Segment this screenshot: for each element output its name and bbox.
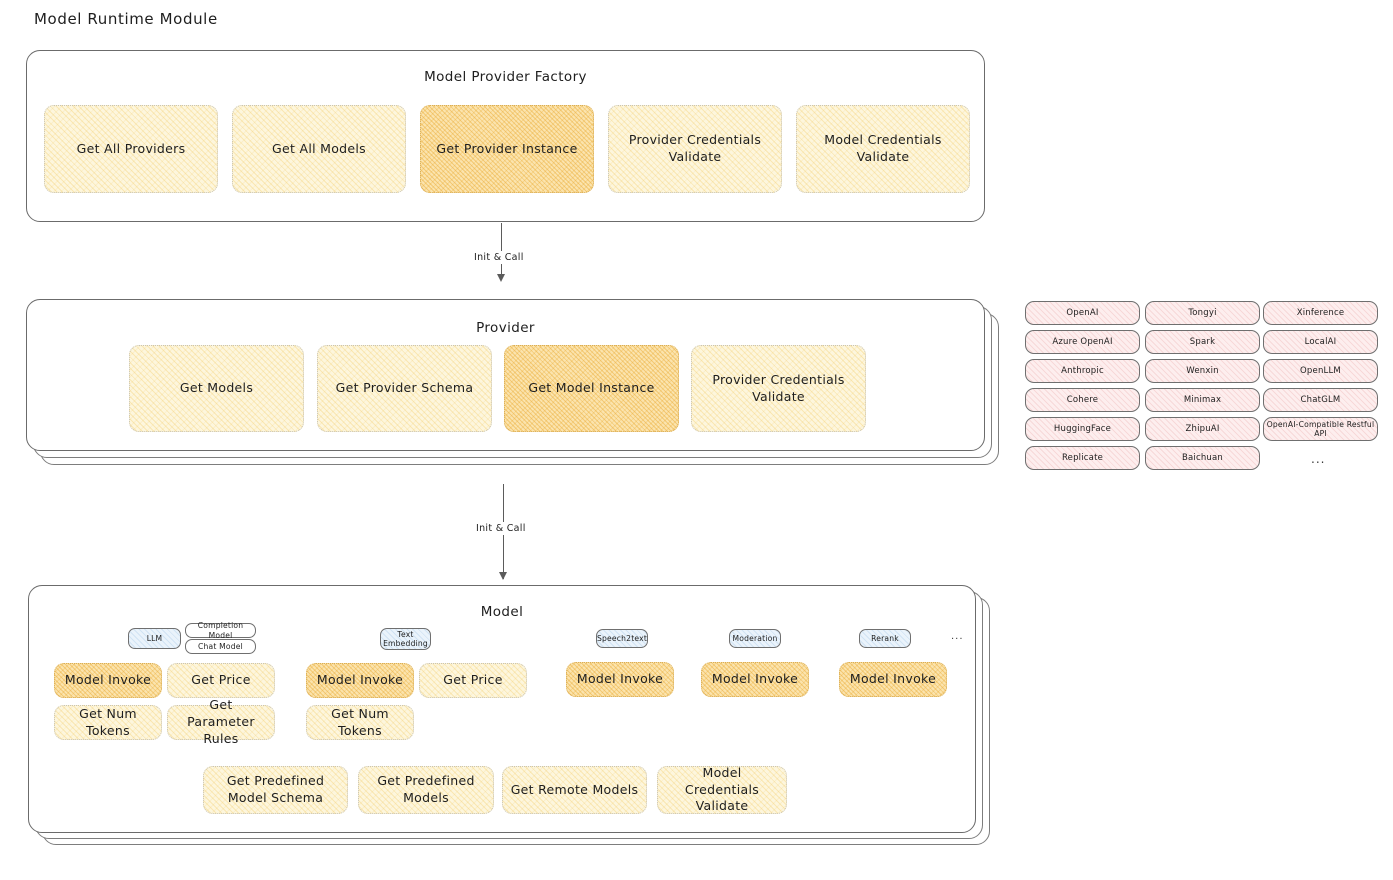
text-embedding-method-get-num-tokens[interactable]: Get Num Tokens — [306, 705, 414, 740]
provider-chip-azure-openai[interactable]: Azure OpenAI — [1025, 330, 1140, 354]
provider-method-get-models[interactable]: Get Models — [129, 345, 304, 432]
provider-chip-openllm[interactable]: OpenLLM — [1263, 359, 1378, 383]
model-shared-method-get-predefined-model-schema[interactable]: Get Predefined Model Schema — [203, 766, 348, 814]
provider-method-provider-credentials-validate[interactable]: Provider Credentials Validate — [691, 345, 866, 432]
provider-chip-openai[interactable]: OpenAI — [1025, 301, 1140, 325]
factory-method-get-all-providers[interactable]: Get All Providers — [44, 105, 218, 193]
arrow-factory-to-provider-head — [497, 274, 505, 282]
provider-chip-wenxin[interactable]: Wenxin — [1145, 359, 1260, 383]
model-type-badge-text-embedding[interactable]: Text Embedding — [380, 628, 431, 650]
provider-method-get-model-instance[interactable]: Get Model Instance — [504, 345, 679, 432]
speech2text-method-model-invoke[interactable]: Model Invoke — [566, 662, 674, 697]
model-type-badge-speech2text[interactable]: Speech2text — [596, 629, 648, 648]
provider-chip-localai[interactable]: LocalAI — [1263, 330, 1378, 354]
llm-method-get-parameter-rules[interactable]: Get Parameter Rules — [167, 697, 275, 746]
factory-method-get-all-models[interactable]: Get All Models — [232, 105, 406, 193]
provider-chip-baichuan[interactable]: Baichuan — [1145, 446, 1260, 470]
provider-list-more: ... — [1311, 452, 1326, 466]
model-provider-factory-title: Model Provider Factory — [424, 69, 587, 85]
provider-chip-cohere[interactable]: Cohere — [1025, 388, 1140, 412]
model-shared-method-get-predefined-models[interactable]: Get Predefined Models — [358, 766, 494, 814]
model-shared-method-get-remote-models[interactable]: Get Remote Models — [502, 766, 647, 814]
moderation-method-model-invoke[interactable]: Model Invoke — [701, 662, 809, 697]
page-title: Model Runtime Module — [34, 10, 218, 28]
factory-method-get-provider-instance[interactable]: Get Provider Instance — [420, 105, 594, 193]
model-type-sub-badge-completion-model[interactable]: Completion Model — [185, 621, 256, 640]
provider-chip-anthropic[interactable]: Anthropic — [1025, 359, 1140, 383]
factory-method-provider-credentials-validate[interactable]: Provider Credentials Validate — [608, 105, 782, 193]
model-title: Model — [480, 604, 524, 620]
provider-chip-replicate[interactable]: Replicate — [1025, 446, 1140, 470]
arrow-factory-to-provider-line — [501, 223, 503, 278]
text-embedding-method-model-invoke[interactable]: Model Invoke — [306, 663, 414, 698]
model-type-badge-rerank[interactable]: Rerank — [859, 629, 911, 648]
arrow-factory-to-provider-label: Init & Call — [470, 251, 528, 264]
model-type-sub-badge-chat-model[interactable]: Chat Model — [185, 639, 256, 654]
text-embedding-method-get-price[interactable]: Get Price — [419, 663, 527, 698]
provider-chip-minimax[interactable]: Minimax — [1145, 388, 1260, 412]
model-types-more: ... — [951, 631, 964, 642]
llm-method-get-price[interactable]: Get Price — [167, 663, 275, 698]
provider-chip-openai-compatible-restful-api[interactable]: OpenAI-Compatible Restful API — [1263, 417, 1378, 441]
provider-chip-xinference[interactable]: Xinference — [1263, 301, 1378, 325]
model-type-badge-moderation[interactable]: Moderation — [729, 629, 781, 648]
provider-method-get-provider-schema[interactable]: Get Provider Schema — [317, 345, 492, 432]
llm-method-model-invoke[interactable]: Model Invoke — [54, 663, 162, 698]
model-type-badge-llm[interactable]: LLM — [128, 628, 181, 649]
provider-chip-zhipuai[interactable]: ZhipuAI — [1145, 417, 1260, 441]
model-shared-method-model-credentials-validate[interactable]: Model Credentials Validate — [657, 765, 787, 814]
arrow-provider-to-model-head — [499, 572, 507, 580]
provider-title: Provider — [476, 320, 535, 336]
provider-chip-spark[interactable]: Spark — [1145, 330, 1260, 354]
factory-method-model-credentials-validate[interactable]: Model Credentials Validate — [796, 105, 970, 193]
provider-chip-tongyi[interactable]: Tongyi — [1145, 301, 1260, 325]
arrow-provider-to-model-label: Init & Call — [472, 522, 530, 535]
rerank-method-model-invoke[interactable]: Model Invoke — [839, 662, 947, 697]
llm-method-get-num-tokens[interactable]: Get Num Tokens — [54, 705, 162, 740]
provider-chip-huggingface[interactable]: HuggingFace — [1025, 417, 1140, 441]
provider-chip-chatglm[interactable]: ChatGLM — [1263, 388, 1378, 412]
